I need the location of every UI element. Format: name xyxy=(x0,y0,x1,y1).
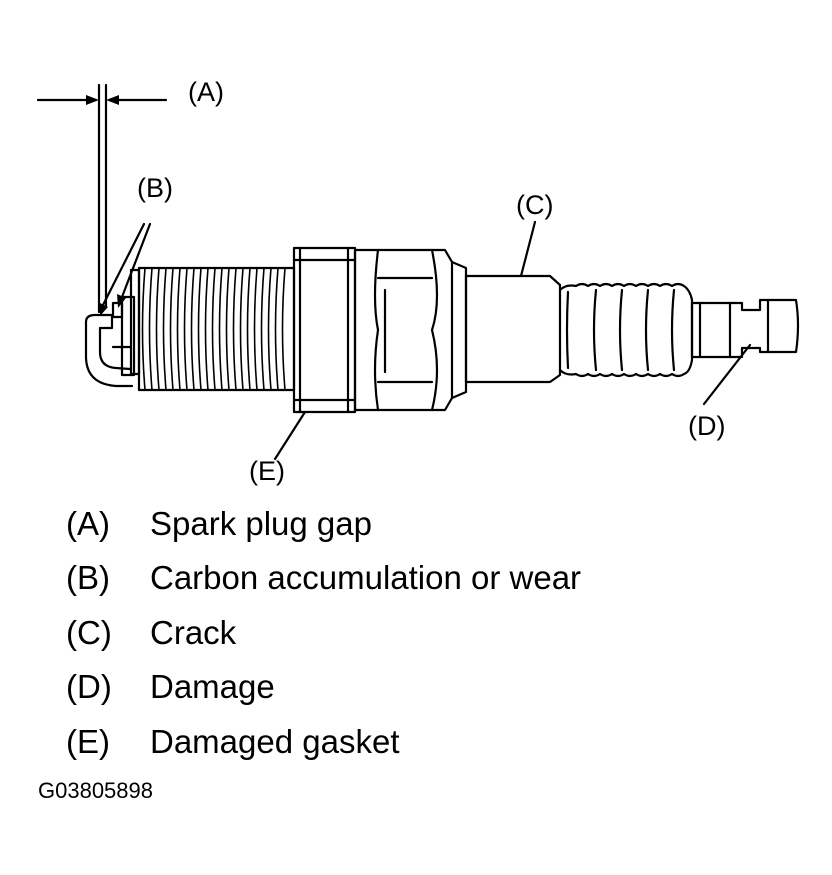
hex-nut xyxy=(353,248,454,412)
legend-key: (D) xyxy=(66,668,112,706)
legend-text: Damaged gasket xyxy=(150,722,400,760)
thread-line xyxy=(190,267,195,391)
figure-id: G03805898 xyxy=(38,778,153,803)
thread-line xyxy=(162,267,167,391)
thread-line xyxy=(169,267,174,391)
center-electrode xyxy=(111,295,136,377)
thread-line xyxy=(267,267,272,391)
insulator-shoulder xyxy=(464,274,562,384)
crimp-ring xyxy=(450,260,468,400)
thread-line xyxy=(253,267,258,391)
thread-line xyxy=(281,267,286,391)
thread-line xyxy=(148,267,153,391)
legend-text: Damage xyxy=(150,668,275,706)
legend-text: Crack xyxy=(150,613,237,651)
legend-key: (C) xyxy=(66,613,112,651)
legend-item-b: (B) Carbon accumulation or wear xyxy=(66,551,581,606)
thread-line xyxy=(155,267,160,391)
legend-item-e: (E) Damaged gasket xyxy=(66,714,581,769)
callout-e: (E) xyxy=(249,456,285,486)
thread-line xyxy=(218,267,223,391)
legend-key: (E) xyxy=(66,722,110,760)
gasket xyxy=(292,246,357,414)
callout-c: (C) xyxy=(516,190,553,220)
thread-line xyxy=(260,267,265,391)
legend-item-a: (A) Spark plug gap xyxy=(66,496,581,551)
thread-line xyxy=(183,267,188,391)
thread-line xyxy=(239,267,244,391)
legend-item-c: (C) Crack xyxy=(66,605,581,660)
thread-line xyxy=(197,267,202,391)
thread-line xyxy=(204,267,209,391)
callout-a: (A) xyxy=(188,77,224,107)
thread-line xyxy=(274,267,279,391)
legend-item-d: (D) Damage xyxy=(66,660,581,715)
thread-line xyxy=(225,267,230,391)
legend-text: Spark plug gap xyxy=(150,504,372,542)
thread-line xyxy=(232,267,237,391)
gap-dimension xyxy=(36,83,168,314)
threaded-body xyxy=(129,266,296,392)
thread-line xyxy=(211,267,216,391)
b-leaders xyxy=(100,222,152,316)
terminal xyxy=(690,298,800,359)
spark-plug-diagram: (A) (B) (C) (D) (E) xyxy=(36,77,800,486)
thread-line xyxy=(141,267,146,391)
legend: (A) Spark plug gap (B) Carbon accumulati… xyxy=(66,496,581,769)
leader-lines xyxy=(273,220,752,461)
insulator-ribs xyxy=(558,282,694,378)
callout-b: (B) xyxy=(137,173,173,203)
thread-line xyxy=(246,267,251,391)
legend-text: Carbon accumulation or wear xyxy=(150,559,582,597)
callout-d: (D) xyxy=(688,411,725,441)
thread-line xyxy=(176,267,181,391)
legend-key: (B) xyxy=(66,559,110,597)
legend-key: (A) xyxy=(66,504,110,542)
